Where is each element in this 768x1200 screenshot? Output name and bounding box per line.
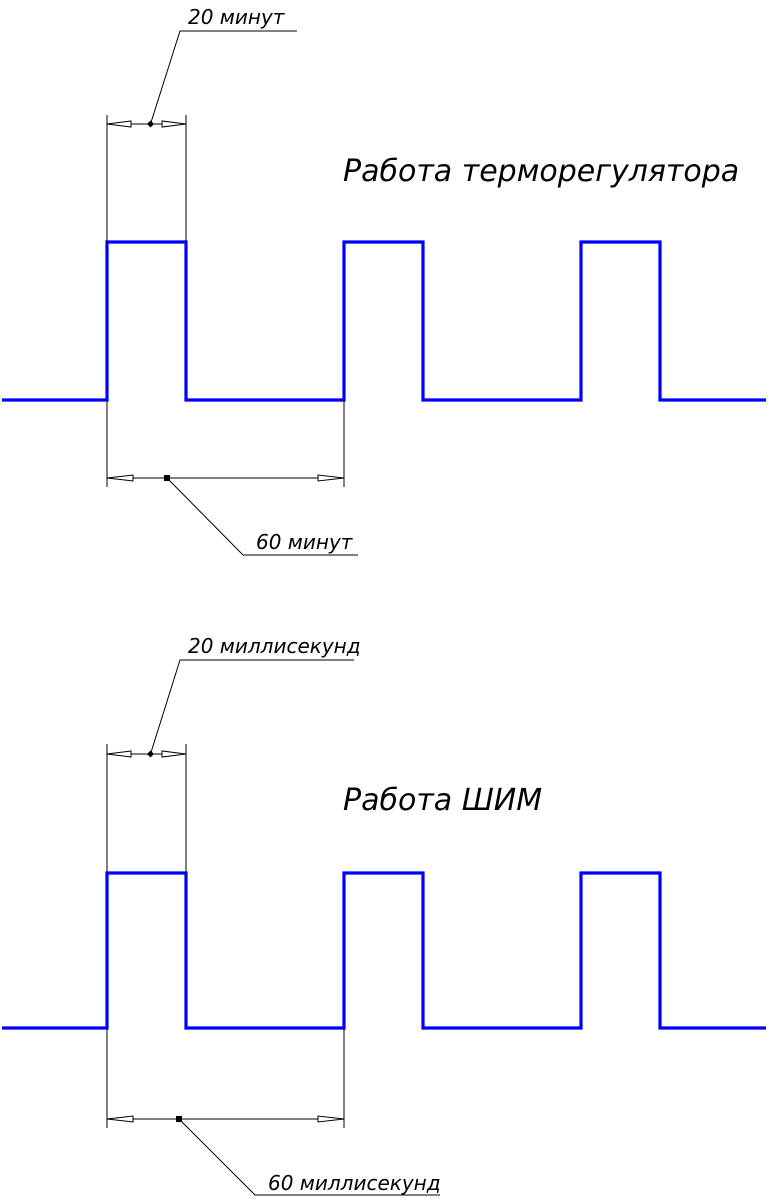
leader-line: [150, 659, 354, 755]
pwm-period-dimension: 60 миллисекунд: [106, 1028, 441, 1196]
pwm-diagram: Работа ШИМ 20 миллисекунд 60 миллисекунд: [2, 634, 766, 1196]
thermostat-pulse-width-dimension: 20 минут: [106, 5, 297, 243]
leader-line: [178, 1118, 440, 1196]
pwm-pulse-width-dimension: 20 миллисекунд: [106, 634, 361, 873]
leader-line: [150, 30, 297, 125]
thermostat-diagram: Работа терморегулятора 20 минут 60 минут: [2, 5, 766, 556]
arrowhead: [161, 750, 187, 758]
thermostat-period-label: 60 минут: [256, 530, 354, 554]
arrowhead: [317, 474, 345, 482]
pwm-signal-waveform: [2, 871, 766, 1030]
pwm-period-label: 60 миллисекунд: [268, 1171, 441, 1195]
thermostat-title: Работа терморегулятора: [343, 154, 739, 189]
arrowhead: [106, 1115, 134, 1123]
leader-line: [166, 477, 358, 556]
arrowhead: [106, 750, 132, 758]
arrowhead: [317, 1115, 345, 1123]
thermostat-signal-waveform: [2, 240, 766, 402]
arrowhead: [106, 474, 134, 482]
arrowhead: [161, 120, 187, 128]
arrowhead: [106, 120, 132, 128]
thermostat-period-dimension: 60 минут: [106, 400, 358, 556]
pwm-title: Работа ШИМ: [343, 783, 542, 818]
thermostat-pulse-width-label: 20 минут: [188, 5, 286, 29]
pwm-pulse-width-label: 20 миллисекунд: [188, 634, 361, 658]
